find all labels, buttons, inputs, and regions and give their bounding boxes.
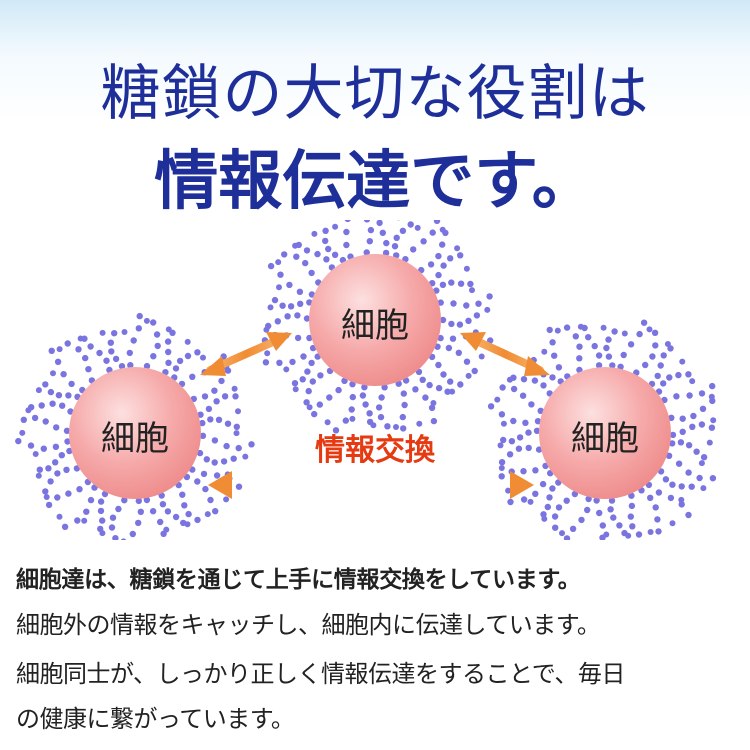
cell-left-label: 細胞 [101,419,169,459]
cell-top [309,254,441,386]
sugar-chains-right [487,319,717,547]
cell-top-label: 細胞 [341,306,409,346]
arrow-left-top [200,332,292,376]
information-exchange-label: 情報交換 [315,433,435,468]
page-title-line-2: 情報伝達です。 [154,145,596,219]
description-line-2: 細胞外の情報をキャッチし、細胞内に伝達しています。 [16,611,601,639]
arrow-top-right [460,332,550,376]
cell-diagram-graphic [15,206,717,551]
cell-diagram: 細胞 細胞 細胞 情報交換 [0,206,750,551]
cell-right [539,367,671,499]
page-title-line-1: 糖鎖の大切な役割は [100,59,650,129]
cell-right-label: 細胞 [571,419,639,459]
sugar-chains-left [15,312,255,551]
description-line-4: の健康に繋がっています。 [16,705,295,733]
cell-left [69,367,201,499]
description-line-3: 細胞同士が、しっかり正しく情報伝達をすることで、毎日 [16,660,625,688]
background-wave [0,0,750,120]
arrow-left-right [208,471,534,499]
description-line-1: 細胞達は、糖鎖を通じて上手に情報交換をしています。 [16,567,581,593]
